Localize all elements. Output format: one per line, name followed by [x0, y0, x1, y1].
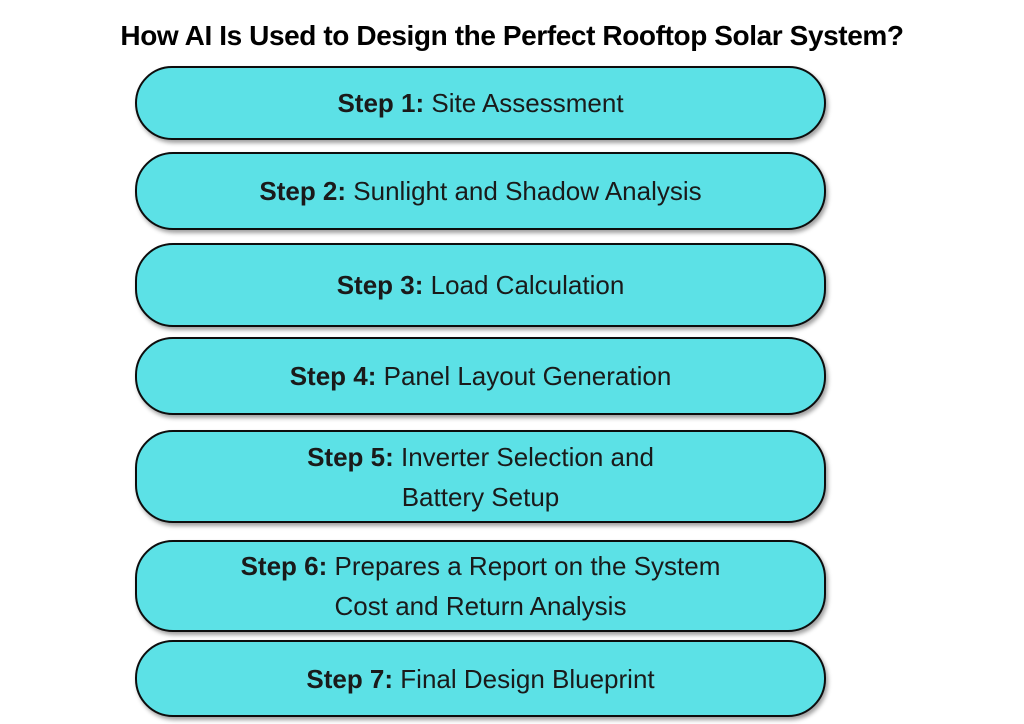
step-label: Step 2: [259, 176, 354, 206]
step-line-1: Step 4: Panel Layout Generation [290, 356, 672, 396]
step-label: Step 5: [307, 441, 401, 472]
step-line-1: Step 2: Sunlight and Shadow Analysis [259, 171, 701, 211]
step-pill-5: Step 5: Inverter Selection and Battery S… [135, 430, 826, 523]
step-line-1: Step 6: Prepares a Report on the System [241, 546, 721, 586]
step-label: Step 6: [240, 551, 335, 581]
step-text: Inverter Selection and [400, 441, 654, 472]
step-text: Sunlight and Shadow Analysis [353, 176, 702, 206]
step-text: Final Design Blueprint [400, 663, 655, 694]
step-line-1: Step 5: Inverter Selection and [307, 437, 654, 477]
step-pill-1: Step 1: Site Assessment [135, 66, 826, 140]
step-label: Step 3: [336, 270, 431, 300]
step-text: Prepares a Report on the System [334, 551, 721, 581]
step-text: Site Assessment [431, 88, 624, 118]
step-line-1: Step 3: Load Calculation [337, 265, 625, 305]
step-pill-6: Step 6: Prepares a Report on the System … [135, 540, 826, 632]
step-line-2: Cost and Return Analysis [334, 591, 627, 621]
step-pill-2: Step 2: Sunlight and Shadow Analysis [135, 152, 826, 230]
step-label: Step 7: [306, 663, 401, 694]
step-text: Load Calculation [430, 270, 625, 300]
step-pill-7: Step 7: Final Design Blueprint [135, 640, 826, 717]
step-pill-3: Step 3: Load Calculation [135, 243, 826, 327]
step-label: Step 4: [289, 361, 384, 391]
step-line-1: Step 7: Final Design Blueprint [306, 659, 654, 699]
step-text: Panel Layout Generation [383, 361, 672, 391]
step-label: Step 1: [337, 88, 432, 118]
step-line-2: Battery Setup [401, 481, 560, 512]
step-line-1: Step 1: Site Assessment [337, 83, 623, 123]
step-pill-4: Step 4: Panel Layout Generation [135, 337, 826, 415]
page-title: How AI Is Used to Design the Perfect Roo… [120, 20, 904, 51]
